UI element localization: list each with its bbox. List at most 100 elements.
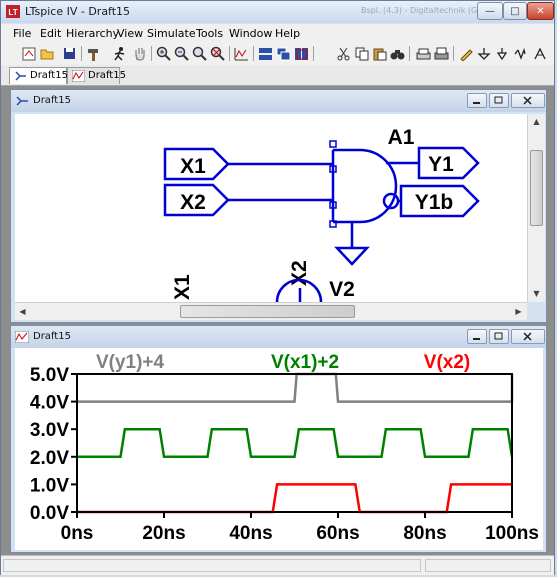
legend-entry-1[interactable]: V(y1)+4 xyxy=(96,352,165,373)
cascade-icon[interactable] xyxy=(275,45,292,62)
waveform-close-button[interactable] xyxy=(511,329,545,344)
gate-pin xyxy=(329,201,337,209)
close-button[interactable]: ✕ xyxy=(527,2,554,20)
toolbar-separator xyxy=(453,46,454,61)
plot-frame xyxy=(76,373,513,513)
label-y1-flag xyxy=(417,146,480,180)
gate-pin xyxy=(329,140,337,148)
print-preview-icon[interactable] xyxy=(415,45,432,62)
toolbar-separator xyxy=(229,46,230,61)
schematic-wires xyxy=(228,161,419,203)
autorange-icon[interactable] xyxy=(233,45,250,62)
menu-file[interactable]: File xyxy=(13,27,32,40)
schematic-canvas[interactable]: X1 X2 A1 xyxy=(15,114,527,302)
ground-symbol xyxy=(334,222,370,266)
x-tick-label: 60ns xyxy=(316,523,359,544)
y-tick-label: 3.0V xyxy=(30,420,69,441)
label-y1b-text: Y1b xyxy=(415,191,454,214)
zoom-in-icon[interactable] xyxy=(155,45,172,62)
toolbar xyxy=(1,43,554,66)
waveform-minimize-button[interactable] xyxy=(467,329,487,344)
menu-simulate[interactable]: Simulate xyxy=(147,27,196,40)
menu-hierarchy[interactable]: Hierarchy xyxy=(66,27,120,40)
scroll-up-arrow[interactable]: ▲ xyxy=(533,117,540,126)
zoom-fit-icon[interactable] xyxy=(191,45,208,62)
ground-icon[interactable] xyxy=(475,45,492,62)
tile-vertical-icon[interactable] xyxy=(293,45,310,62)
gate-a1-bubble xyxy=(382,192,400,210)
toolbar-separator xyxy=(253,46,254,61)
cancel-zoom-icon[interactable] xyxy=(209,45,226,62)
schematic-maximize-button[interactable] xyxy=(489,93,509,108)
new-schematic-icon[interactable] xyxy=(20,45,37,62)
label-x2-text: X2 xyxy=(180,191,206,214)
minimize-button[interactable]: — xyxy=(477,2,503,20)
rotated-label-x1: X1 xyxy=(171,274,194,300)
legend-entry-3[interactable]: V(x2) xyxy=(424,352,470,373)
waveform-maximize-button[interactable] xyxy=(489,329,509,344)
label-x2-flag xyxy=(163,183,230,217)
toolbar-separator xyxy=(81,46,82,61)
hammer-icon[interactable] xyxy=(85,45,102,62)
scroll-left-arrow[interactable]: ◀ xyxy=(19,307,26,316)
y-tick-label: 0.0V xyxy=(30,503,69,524)
scroll-down-arrow[interactable]: ▼ xyxy=(533,289,540,298)
label-net-icon[interactable] xyxy=(493,45,510,62)
component-icon[interactable] xyxy=(531,45,548,62)
source-name-v2: V2 xyxy=(329,278,355,301)
scroll-thumb[interactable] xyxy=(530,150,543,226)
waveform-window-titlebar: Draft15 xyxy=(11,326,546,348)
menu-window[interactable]: Window xyxy=(229,27,273,40)
label-y1b-flag xyxy=(399,184,480,218)
menu-tools[interactable]: Tools xyxy=(196,27,224,40)
menu-view[interactable]: View xyxy=(117,27,144,40)
run-icon[interactable] xyxy=(111,45,128,62)
open-folder-icon[interactable] xyxy=(39,45,56,62)
y-tick-label: 4.0V xyxy=(30,393,69,414)
paste-icon[interactable] xyxy=(371,45,388,62)
draw-wire-pencil-icon[interactable] xyxy=(457,45,474,62)
print-icon[interactable] xyxy=(433,45,450,62)
status-message-cell xyxy=(3,559,421,572)
toolbar-separator xyxy=(313,46,314,61)
toolbar-separator xyxy=(151,46,152,61)
waveform-icon xyxy=(15,331,29,343)
schematic-close-button[interactable] xyxy=(511,93,545,108)
copy-icon[interactable] xyxy=(353,45,370,62)
tile-horizontal-icon[interactable] xyxy=(257,45,274,62)
component-icon[interactable] xyxy=(511,45,528,62)
tab-waveform[interactable]: Draft15 xyxy=(67,67,126,84)
scroll-right-arrow[interactable]: ▶ xyxy=(515,307,522,316)
schematic-icon xyxy=(16,96,28,106)
title-bar: LT LTspice IV - Draft15 Bspl. (4.3) - Di… xyxy=(1,1,554,23)
legend: V(y1)+4 V(x1)+2 V(x2) xyxy=(96,352,470,373)
series-line-3 xyxy=(77,483,512,514)
hand-icon[interactable] xyxy=(131,45,148,62)
gate-pin xyxy=(329,165,337,173)
gate-a1-body xyxy=(331,148,398,224)
menu-help[interactable]: Help xyxy=(275,27,301,40)
save-icon[interactable] xyxy=(61,45,78,62)
schematic-vertical-scrollbar[interactable]: ▲ ▼ xyxy=(527,114,545,302)
legend-entry-2[interactable]: V(x1)+2 xyxy=(271,352,339,373)
scroll-thumb[interactable] xyxy=(180,305,355,318)
find-binoculars-icon[interactable] xyxy=(389,45,406,62)
zoom-out-icon[interactable] xyxy=(173,45,190,62)
tab-waveform-label: Draft15 xyxy=(88,70,126,81)
schematic-window-title: Draft15 xyxy=(33,95,71,106)
label-x1-text: X1 xyxy=(180,155,206,178)
schematic-horizontal-scrollbar[interactable]: ◀ ▶ xyxy=(15,302,527,320)
menu-edit[interactable]: Edit xyxy=(40,27,62,40)
status-bar xyxy=(1,555,554,575)
cut-icon[interactable] xyxy=(335,45,352,62)
schematic-minimize-button[interactable] xyxy=(467,93,487,108)
toolbar-separator xyxy=(409,46,410,61)
tab-schematic-label: Draft15 xyxy=(30,70,68,81)
y-tick-label: 5.0V xyxy=(30,365,69,386)
maximize-button[interactable]: □ xyxy=(503,2,527,20)
tab-schematic[interactable]: Draft15 xyxy=(9,67,68,84)
